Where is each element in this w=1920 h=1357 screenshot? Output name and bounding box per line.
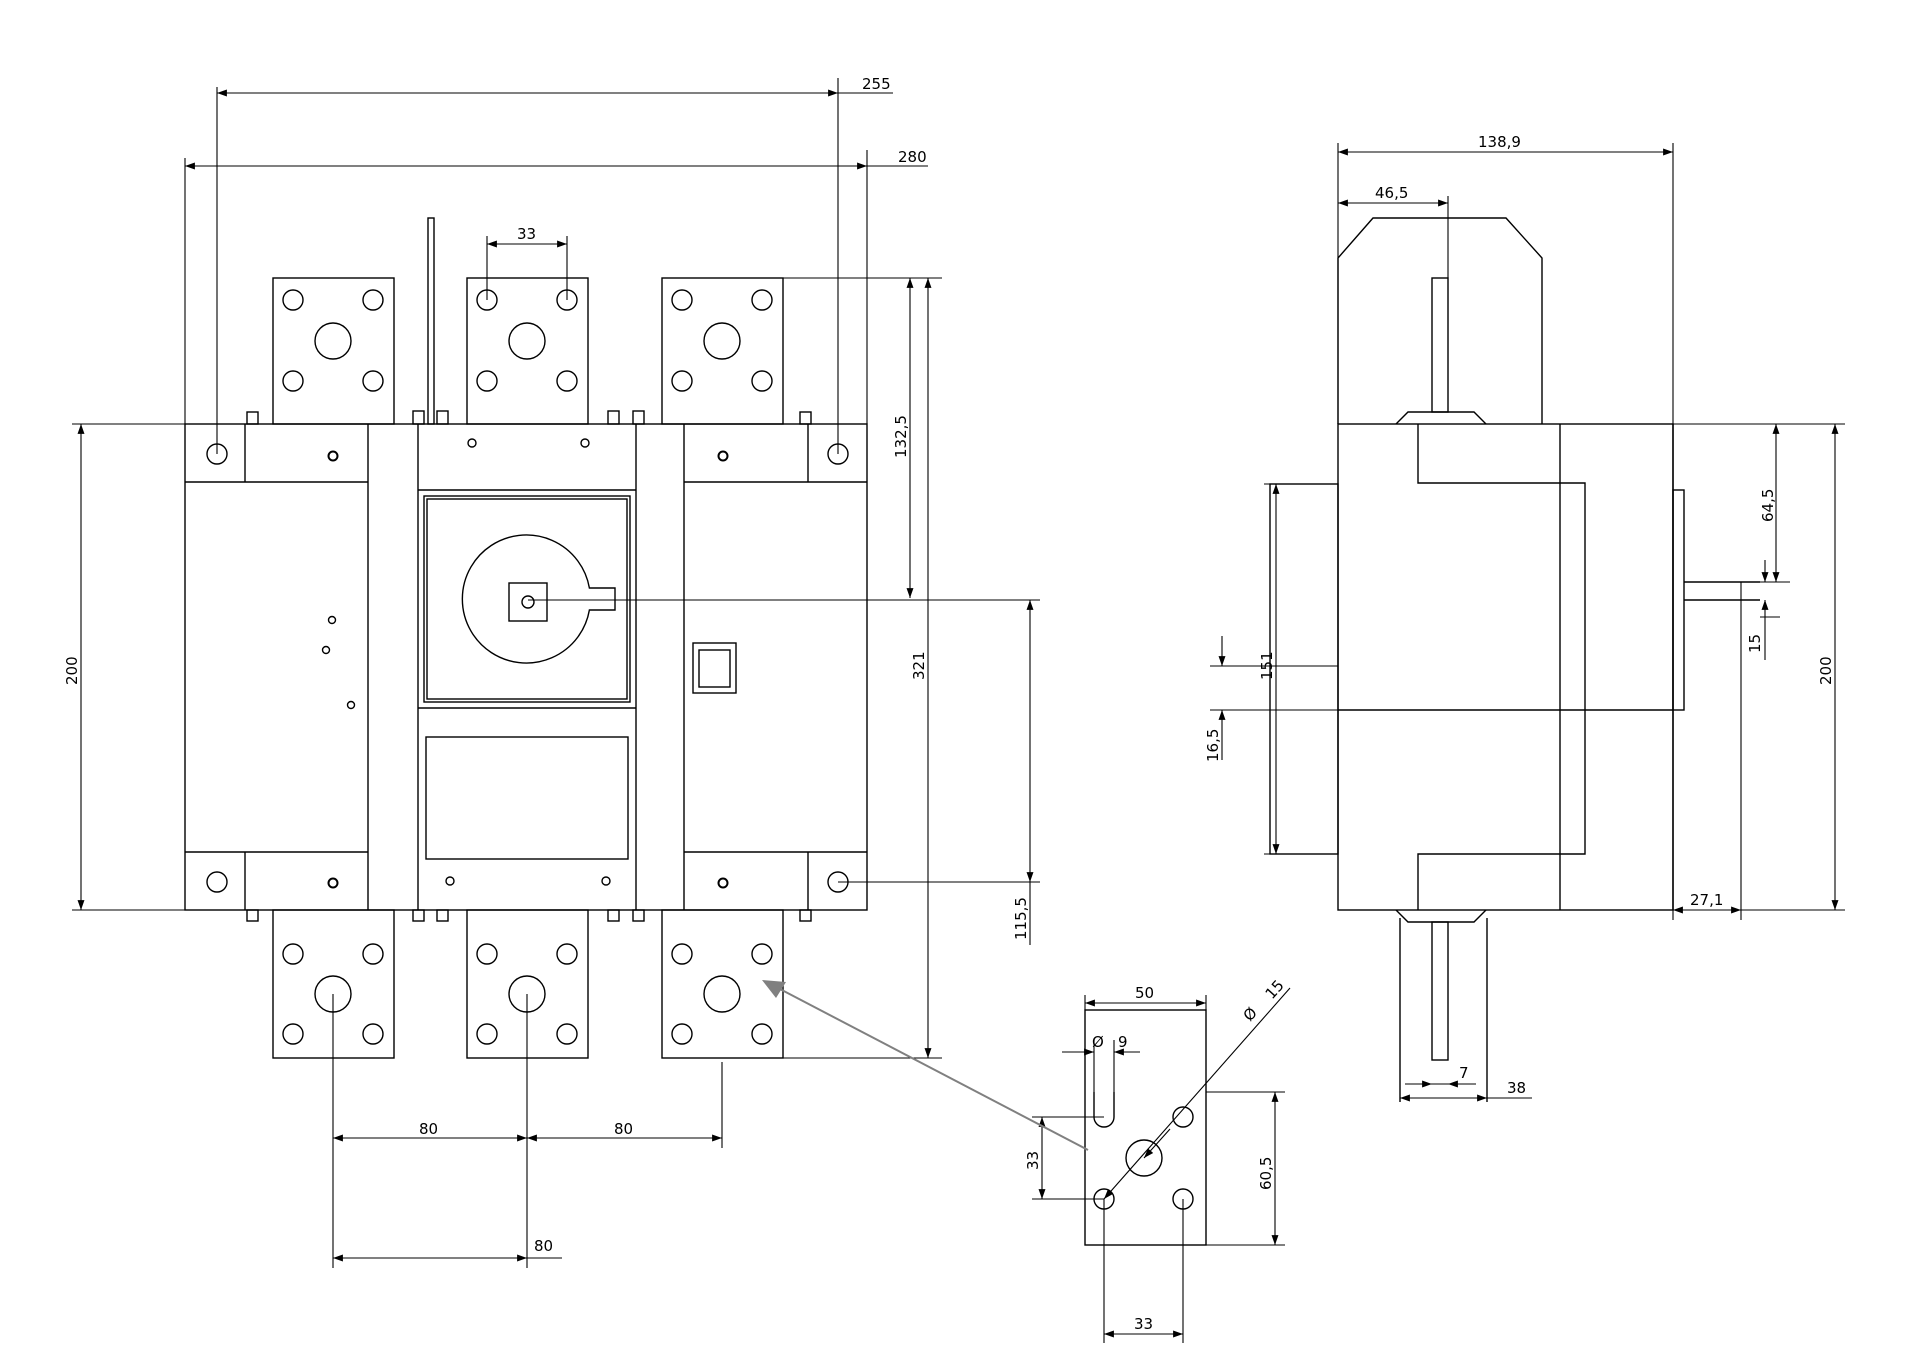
rotary-handle <box>461 534 616 664</box>
side-top-cap <box>1337 217 1543 424</box>
dim-255: 255 <box>862 75 891 93</box>
dim-27-1: 27,1 <box>1690 891 1723 909</box>
dim-9: 9 <box>1118 1033 1128 1051</box>
diameter-symbol-2: Ø <box>1240 1004 1261 1025</box>
dim-138-9: 138,9 <box>1478 133 1521 151</box>
diameter-symbol-1: Ø <box>1092 1033 1104 1051</box>
dim-80-b: 80 <box>614 1120 633 1138</box>
bottom-terminals <box>272 909 784 1059</box>
dim-60-5: 60,5 <box>1257 1157 1275 1190</box>
top-terminals <box>272 277 784 425</box>
dim-200-side: 200 <box>1817 656 1835 685</box>
dim-46-5: 46,5 <box>1375 184 1408 202</box>
dim-321: 321 <box>910 651 928 680</box>
handle-window <box>423 495 631 703</box>
dim-15-side: 15 <box>1746 634 1764 653</box>
dim-33-vertical: 33 <box>1024 1151 1042 1170</box>
dim-15-diam: 15 <box>1262 976 1288 1002</box>
detail-slot <box>1093 1092 1115 1128</box>
front-body-outline <box>184 423 868 911</box>
dim-50: 50 <box>1135 984 1154 1002</box>
dim-38: 38 <box>1507 1079 1526 1097</box>
dim-33-horizontal: 33 <box>1134 1315 1153 1333</box>
dim-80-c: 80 <box>534 1237 553 1255</box>
detail-center-hole <box>1125 1139 1163 1177</box>
dim-200-left: 200 <box>63 656 81 685</box>
dim-115-5: 115,5 <box>1012 897 1030 940</box>
side-body-outline <box>1337 423 1674 911</box>
dim-132-5: 132,5 <box>892 415 910 458</box>
mount-hole-bl <box>206 871 228 893</box>
indicator-window <box>692 642 737 694</box>
aux-lever <box>427 217 435 425</box>
front-view: 255 280 33 132,5 321 115,5 200 <box>63 75 1040 1268</box>
label-window <box>425 736 629 860</box>
dim-80-a: 80 <box>419 1120 438 1138</box>
dim-16-5: 16,5 <box>1204 729 1222 762</box>
detail-pointer-arrow <box>762 980 1089 1151</box>
detail-outline <box>1084 1009 1207 1246</box>
terminal-detail-view: 50 Ø 9 Ø 15 33 60,5 33 <box>1024 976 1291 1343</box>
dim-7: 7 <box>1459 1064 1469 1082</box>
dim-33-terminal: 33 <box>517 225 536 243</box>
side-left-protrusion <box>1269 483 1339 855</box>
side-view: 138,9 46,5 64,5 15 200 151 16,5 <box>1204 133 1845 1102</box>
dim-64-5: 64,5 <box>1759 489 1777 522</box>
dim-280: 280 <box>898 148 927 166</box>
